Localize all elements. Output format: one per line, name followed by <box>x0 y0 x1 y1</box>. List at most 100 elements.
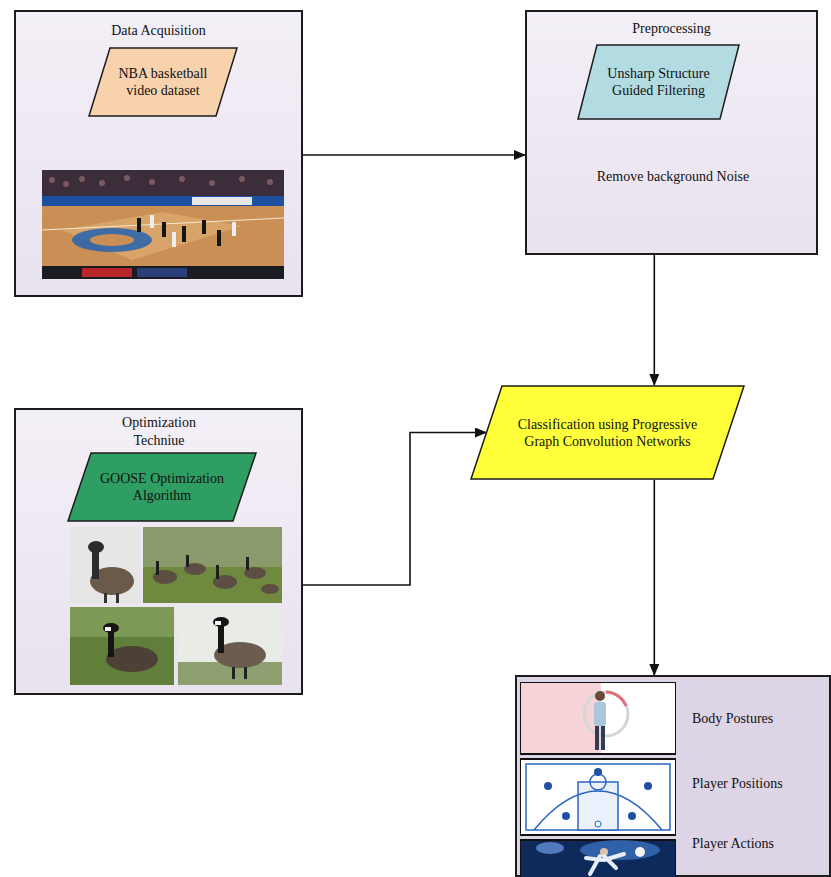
output-pictures <box>520 682 676 877</box>
illustration-part <box>70 527 140 603</box>
illustration-part <box>42 266 284 279</box>
parallelogram-outline <box>88 47 238 117</box>
illustration-part <box>49 175 273 187</box>
flow-arrow <box>653 255 655 385</box>
node-label: Player Positions <box>692 775 828 793</box>
illustration-part <box>520 840 676 877</box>
illustration-part <box>70 607 174 637</box>
illustration-part <box>520 759 676 835</box>
illustration-part <box>601 726 605 750</box>
data-parallelogram: NBA basketball video dataset <box>88 47 238 117</box>
illustration-part <box>594 702 606 726</box>
illustration-part <box>108 629 114 657</box>
geese-photos <box>70 527 282 685</box>
illustration-part <box>595 726 599 750</box>
parallelogram-outline <box>67 452 257 522</box>
illustration-part <box>105 627 111 631</box>
illustration-part <box>150 215 154 228</box>
illustration-part <box>42 170 284 279</box>
illustration-part <box>267 179 273 185</box>
illustration-part <box>103 623 158 672</box>
illustration-part <box>143 567 282 603</box>
illustration-part <box>217 230 221 246</box>
illustration-part <box>172 232 176 247</box>
process-parallelogram: GOOSE Optimization Algorithm <box>67 452 257 522</box>
illustration-part <box>216 565 219 579</box>
illustration-part <box>90 234 134 246</box>
output-box: Body PosturesPlayer PositionsPlayer Acti… <box>515 675 831 877</box>
illustration-part <box>590 774 606 790</box>
illustration-part <box>192 197 252 205</box>
illustration-part <box>526 764 670 830</box>
illustration-part <box>534 791 662 830</box>
illustration-part <box>578 782 618 830</box>
node-label: GOOSE Optimization Algorithm <box>97 470 227 504</box>
flow-arrow <box>653 480 655 675</box>
illustration-part <box>82 268 132 277</box>
node-label: Classification using Progressive Graph C… <box>508 416 707 450</box>
illustration-part <box>595 821 601 827</box>
illustration-part <box>104 593 107 603</box>
parallelogram-text-area: GOOSE Optimization Algorithm <box>67 452 257 522</box>
illustration-part <box>628 812 636 820</box>
illustration-part <box>644 782 652 790</box>
illustration-part <box>79 176 85 182</box>
node-label: Remove background Noise <box>588 168 758 186</box>
illustration-part <box>137 268 187 277</box>
illustration-part <box>232 667 235 679</box>
illustration-part <box>137 218 221 246</box>
illustration-part <box>520 682 676 754</box>
illustration-part <box>606 692 626 706</box>
illustration-part <box>162 222 166 237</box>
stage-box: Data AcquisitionNBA basketball video dat… <box>14 10 303 297</box>
illustration-part <box>62 212 242 260</box>
parallelogram-text-area: NBA basketball video dataset <box>88 47 238 117</box>
parallelogram-shape <box>89 48 237 116</box>
posture-picture <box>520 682 676 754</box>
node-label: NBA basketball video dataset <box>116 65 210 99</box>
illustration-part <box>178 607 282 685</box>
node-label: Optimization Techniue <box>104 414 214 450</box>
illustration-part <box>99 180 105 186</box>
flow-arrow <box>303 433 486 586</box>
illustration-part <box>63 181 69 187</box>
illustration-part <box>179 176 185 182</box>
illustration-part <box>246 557 249 570</box>
illustration-part <box>202 220 206 234</box>
illustration-part <box>521 683 601 753</box>
illustration-part <box>213 617 229 627</box>
illustration-part <box>595 691 605 701</box>
illustration-part <box>70 607 174 685</box>
illustration-part <box>92 549 99 579</box>
illustration-part <box>244 667 247 679</box>
illustration-part <box>88 541 134 603</box>
illustration-part <box>103 623 119 633</box>
node-label: Body Postures <box>692 710 828 728</box>
action-picture <box>520 840 676 877</box>
node-label: Player Actions <box>692 835 828 853</box>
illustration-part <box>156 561 159 575</box>
illustration-part <box>156 555 249 579</box>
illustration-part <box>544 782 552 790</box>
process-parallelogram: Unsharp Structure Guided Filtering <box>577 44 740 120</box>
illustration-part <box>42 206 284 266</box>
parallelogram-outline <box>577 44 740 120</box>
node-label: Data Acquisition <box>16 22 301 40</box>
parallelogram-shape <box>68 453 256 521</box>
illustration-part <box>536 842 564 854</box>
illustration-part <box>88 541 104 553</box>
flow-arrow <box>303 154 525 156</box>
parallelogram-shape <box>578 45 739 119</box>
parallelogram-text-area: Unsharp Structure Guided Filtering <box>577 44 740 120</box>
court-photo <box>42 170 284 279</box>
illustration-part <box>150 215 236 247</box>
illustration-part <box>153 563 279 594</box>
illustration-part <box>42 196 284 206</box>
illustration-part <box>261 584 279 594</box>
illustration-part <box>182 226 186 242</box>
illustration-part <box>562 812 570 820</box>
illustration-part <box>213 617 266 679</box>
illustration-part <box>594 768 602 776</box>
node-label: Preprocessing <box>527 20 816 38</box>
